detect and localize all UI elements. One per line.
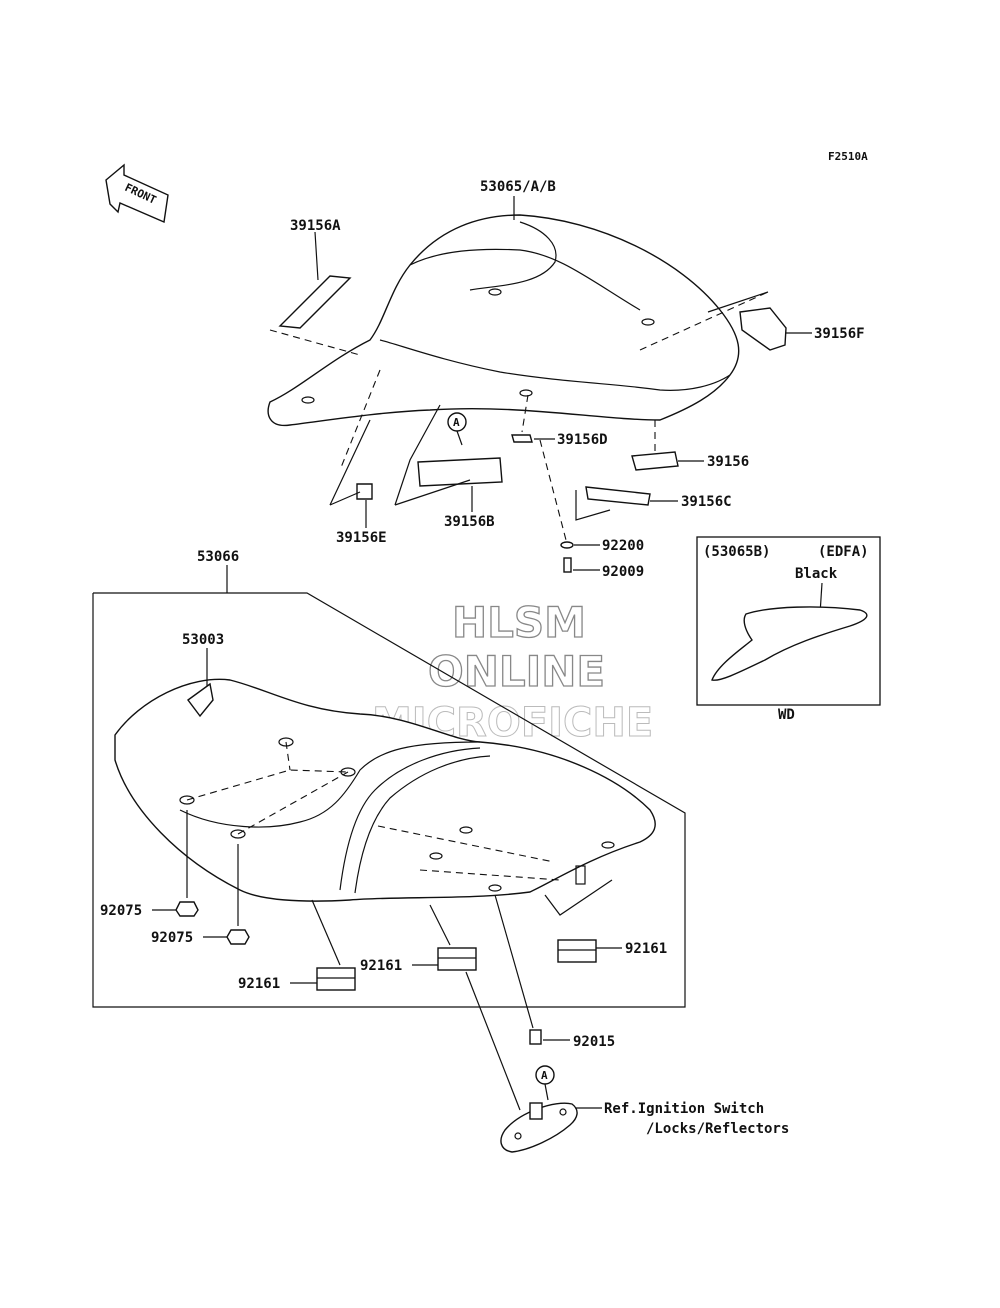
clip-92161-c	[557, 939, 597, 963]
pad-39156B	[417, 457, 503, 487]
inset-cover-icon	[711, 606, 868, 681]
label-92009: 92009	[602, 564, 644, 580]
label-39156B: 39156B	[444, 514, 495, 530]
label-92015: 92015	[573, 1034, 615, 1050]
label-92161-b: 92161	[360, 958, 402, 974]
ref-marker-bottom-label: A	[541, 1069, 548, 1082]
ref-text-line-1: Ref.Ignition Switch	[604, 1101, 764, 1117]
ignition-lock-assembly	[500, 1102, 578, 1153]
label-39156F: 39156F	[814, 326, 865, 342]
label-39156C: 39156C	[681, 494, 732, 510]
label-92161-c: 92161	[625, 941, 667, 957]
front-seat-frame	[92, 592, 686, 1008]
bolt-92015	[529, 1029, 542, 1045]
pad-39156D	[511, 434, 533, 443]
ref-marker-top-label: A	[453, 416, 460, 429]
washer-92200	[560, 541, 574, 549]
inset-caption: WD	[778, 707, 795, 723]
nut-92075-a	[175, 901, 199, 917]
label-92161-a: 92161	[238, 976, 280, 992]
label-39156A: 39156A	[290, 218, 341, 234]
pad-39156A	[278, 275, 352, 329]
watermark: HLSM ONLINE MICROFICHE	[372, 597, 654, 746]
ref-text-line-2: /Locks/Reflectors	[646, 1121, 789, 1137]
label-39156E: 39156E	[336, 530, 387, 546]
pad-39156E	[356, 483, 373, 500]
watermark-line-1: HLSM	[452, 598, 586, 647]
label-53065: 53065/A/B	[480, 179, 556, 195]
clip-92161-a	[316, 967, 356, 991]
label-39156D: 39156D	[557, 432, 608, 448]
pad-53003	[187, 682, 214, 718]
label-53003: 53003	[182, 632, 224, 648]
pad-39156	[631, 451, 679, 471]
nut-92075-b	[226, 929, 250, 945]
label-92075-a: 92075	[100, 903, 142, 919]
rear-seat-cover	[267, 214, 740, 427]
front-seat	[114, 678, 656, 902]
diagram-code: F2510A	[828, 150, 868, 163]
front-arrow-icon: FRONT	[105, 163, 169, 224]
inset-variant-box: (53065B) (EDFA) Black WD	[696, 536, 881, 723]
inset-color: Black	[795, 566, 838, 582]
inset-variant: (EDFA)	[818, 544, 869, 560]
label-39156: 39156	[707, 454, 749, 470]
label-92200: 92200	[602, 538, 644, 554]
inset-code: (53065B)	[703, 544, 770, 560]
pad-39156F	[739, 307, 787, 351]
label-92075-b: 92075	[151, 930, 193, 946]
screw-92009	[563, 557, 572, 573]
pad-39156C	[585, 486, 651, 506]
watermark-line-2: ONLINE	[428, 647, 605, 696]
label-53066: 53066	[197, 549, 239, 565]
clip-92161-b	[437, 947, 477, 971]
